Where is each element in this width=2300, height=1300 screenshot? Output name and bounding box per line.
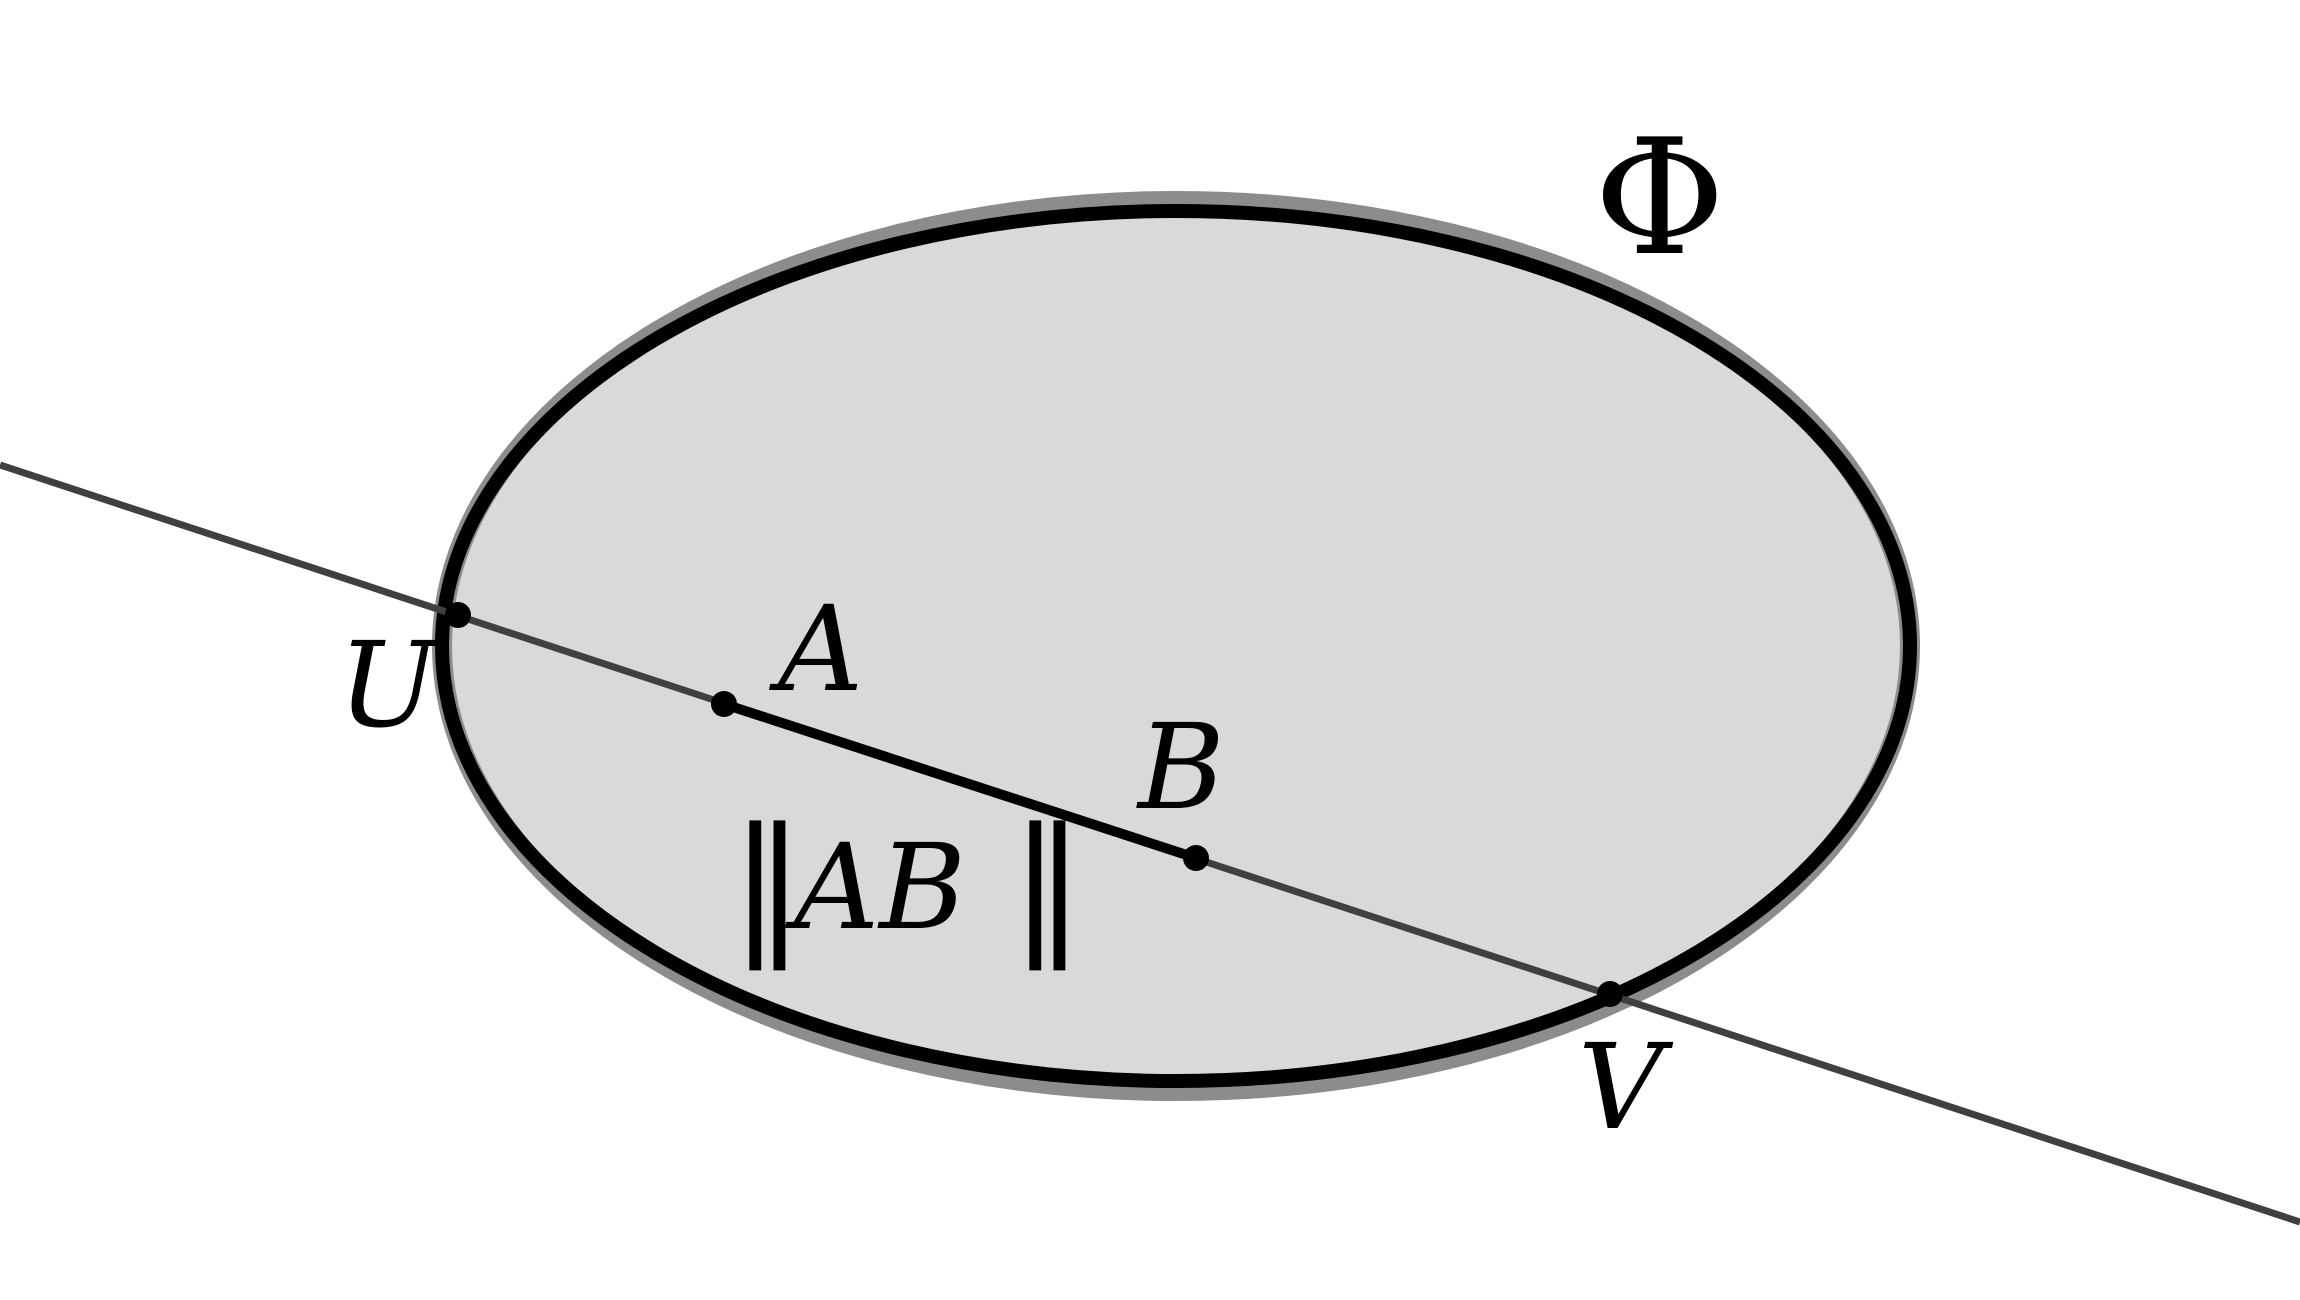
norm-close-bars: ‖ [1010, 797, 1085, 971]
segment-ab [719, 699, 1201, 863]
point-u-marker [445, 602, 471, 628]
point-v-label: V [1578, 1018, 1674, 1156]
point-v-marker [1597, 981, 1623, 1007]
point-u-label: U [338, 616, 441, 754]
point-b-marker [1183, 845, 1209, 871]
point-b-label: B [1136, 698, 1225, 836]
norm-ab-label: AB [785, 818, 966, 956]
point-a-label: A [769, 580, 863, 718]
domain-label: Φ [1594, 104, 1725, 291]
norm-open-bars: ‖ [730, 797, 805, 971]
point-a-marker [711, 691, 737, 717]
domain-boundary [435, 204, 1917, 1088]
